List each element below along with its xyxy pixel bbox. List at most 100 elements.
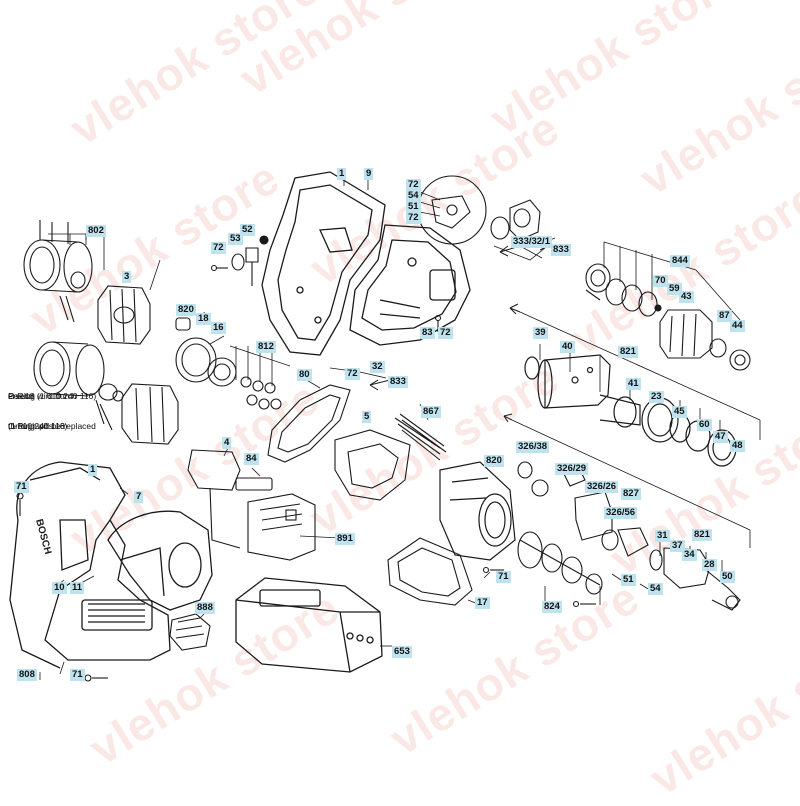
part-label: 844 <box>670 255 690 267</box>
part-label: 51 <box>406 201 421 213</box>
part-label: 39 <box>533 327 548 339</box>
part-label: 80 <box>297 369 312 381</box>
gearbox-820 <box>439 461 516 561</box>
note-line: O-Ring will be replaced <box>8 421 96 431</box>
middle-housing <box>349 224 471 346</box>
part-label: 802 <box>86 225 106 237</box>
part-label: 7 <box>134 491 144 503</box>
left-housing-half: BOSCH <box>9 461 171 669</box>
part-label: 820 <box>176 304 196 316</box>
part-label: 326/29 <box>555 463 589 475</box>
part-label: 41 <box>626 378 641 390</box>
part-label: 47 <box>713 431 728 443</box>
part-label: 72 <box>211 242 226 254</box>
part-label: 326/26 <box>585 481 619 493</box>
electronics-module <box>247 493 316 561</box>
part-label: 827 <box>621 488 641 500</box>
part-label: 71 <box>496 571 511 583</box>
part-label: 40 <box>560 341 575 353</box>
part-label: 653 <box>392 646 412 658</box>
arrows <box>369 245 549 423</box>
part-label: 808 <box>17 669 37 681</box>
gear-set-824 <box>517 531 603 595</box>
part-label: 812 <box>256 341 276 353</box>
part-label: 891 <box>335 533 355 545</box>
chuck-assembly-top-right <box>585 263 751 371</box>
screws <box>16 264 596 682</box>
part-label: 18 <box>196 313 211 325</box>
note-line: ersetzt <box>8 391 34 401</box>
part-label: 83 <box>420 327 435 339</box>
part-label: 72 <box>406 212 421 224</box>
dust-cover-17 <box>387 537 473 606</box>
note-line: Pos.18 (1 610 240 116) <box>8 391 97 401</box>
part-label: 23 <box>649 391 664 403</box>
part-label: 833 <box>388 376 408 388</box>
part-label: 37 <box>670 540 685 552</box>
part-label: 54 <box>648 583 663 595</box>
motor-cylinder-middle <box>33 341 124 431</box>
fan-middle <box>121 383 179 445</box>
part-label: 821 <box>618 346 638 358</box>
gear-housing-front <box>107 510 213 611</box>
spindle-tube <box>524 354 737 467</box>
part-label: 71 <box>70 669 85 681</box>
part-label: 54 <box>406 190 421 202</box>
part-label: 84 <box>244 453 259 465</box>
part-label: 87 <box>717 310 732 322</box>
part-label: 333/32/1 <box>511 236 552 248</box>
part-label: 53 <box>228 233 243 245</box>
battery-pack <box>235 577 383 673</box>
fan-top <box>97 285 151 345</box>
part-label: 45 <box>672 406 687 418</box>
part-label: 820 <box>484 455 504 467</box>
note-line: (1 610 240 116) <box>8 421 68 431</box>
motor-cylinder-top <box>23 220 93 323</box>
part-label: 9 <box>364 168 374 180</box>
part-label: 51 <box>621 574 636 586</box>
part-label: 11 <box>70 582 85 594</box>
part-label: 326/56 <box>604 507 638 519</box>
part-label: 326/38 <box>516 441 550 453</box>
part-label: 34 <box>682 549 697 561</box>
rear-housing <box>261 171 386 356</box>
hardware-53-52 <box>231 235 269 286</box>
part-label: 3 <box>122 271 132 283</box>
part-label: 44 <box>730 320 745 332</box>
svg-text:BOSCH: BOSCH <box>33 518 53 556</box>
brake-part-888 <box>169 613 211 651</box>
part-label: 10 <box>52 582 67 594</box>
part-label: 70 <box>653 275 668 287</box>
part-label: 833 <box>551 244 571 256</box>
gasket-80 <box>267 384 351 463</box>
part-label: 52 <box>240 224 255 236</box>
bearing-and-rings <box>175 317 282 410</box>
part-label: 43 <box>679 291 694 303</box>
part-label: 60 <box>697 419 712 431</box>
part-label: 867 <box>421 406 441 418</box>
part-label: 72 <box>345 368 360 380</box>
part-label: 71 <box>14 481 29 493</box>
part-label: 32 <box>370 361 385 373</box>
gear-cover-and-spring <box>334 413 447 501</box>
o-ring-and-sleeve-top <box>490 199 541 241</box>
part-label: 48 <box>730 440 745 452</box>
part-label: 821 <box>692 529 712 541</box>
part-label: 888 <box>195 602 215 614</box>
part-label: 4 <box>222 437 232 449</box>
part-label: 16 <box>211 322 226 334</box>
part-label: 31 <box>655 530 670 542</box>
part-label: 59 <box>667 283 682 295</box>
detail-inset <box>417 175 487 245</box>
part-label: 17 <box>475 597 490 609</box>
part-label: 5 <box>362 411 372 423</box>
part-label: 28 <box>702 559 717 571</box>
note-line: through pos.18 <box>8 421 65 431</box>
part-label: 72 <box>438 327 453 339</box>
leader-lines <box>39 176 761 680</box>
part-label: 1 <box>88 464 98 476</box>
switch-module <box>187 449 273 549</box>
part-label: 1 <box>337 168 347 180</box>
